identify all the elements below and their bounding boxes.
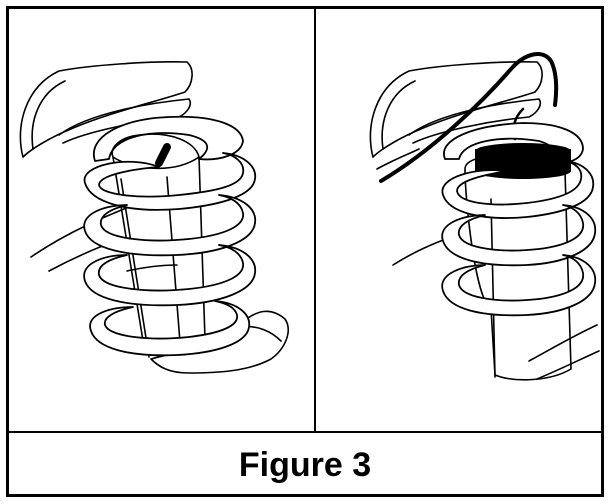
coil-turn-3 (441, 254, 597, 317)
panel-divider-vertical (314, 9, 316, 431)
coil-turn-4 (89, 300, 250, 357)
caption-divider (9, 431, 601, 433)
upper-mount (369, 61, 543, 158)
left-panel (9, 9, 315, 431)
coil-turn-1 (441, 160, 595, 219)
coil-turn-2 (441, 204, 597, 267)
upper-plate (408, 98, 542, 144)
wire (379, 52, 559, 183)
left-illustration (19, 61, 289, 374)
right-illustration (369, 52, 600, 381)
coil-turn-2 (83, 194, 256, 257)
right-panel (315, 9, 601, 431)
figure-frame: Figure 3 (6, 6, 604, 497)
figure-caption: Figure 3 (238, 445, 372, 484)
strut-mark (155, 143, 171, 167)
coil-back-1 (92, 115, 244, 162)
upper-plate (58, 98, 192, 144)
upper-mount (19, 61, 193, 158)
coil-turn-1 (83, 152, 257, 211)
coil-turn-3 (83, 244, 256, 307)
